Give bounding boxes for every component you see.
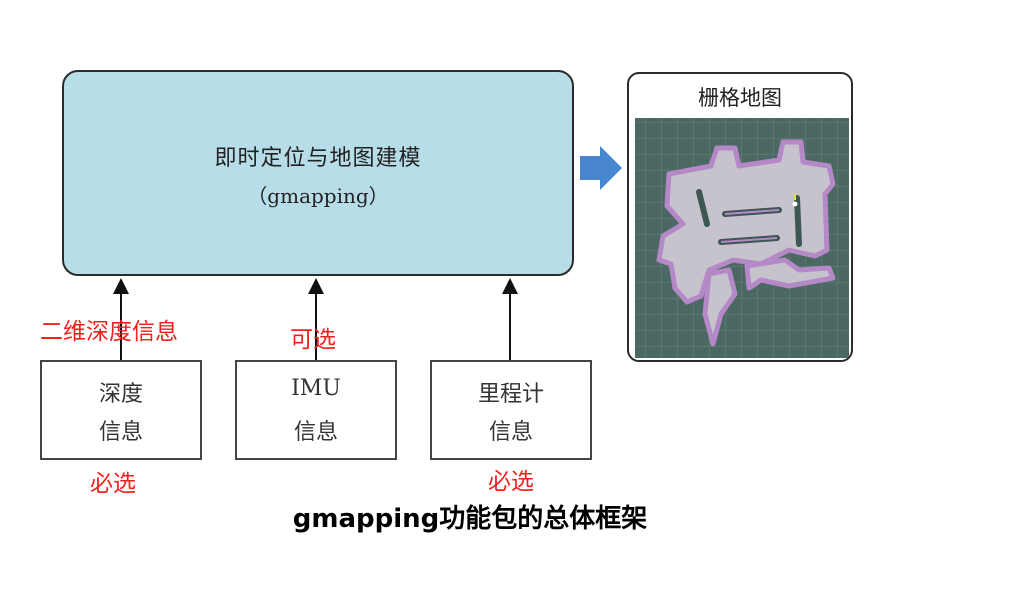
imu-info-box: IMU 信息 <box>235 360 397 460</box>
grid-map-box <box>627 72 853 362</box>
arrow-imu-to-main <box>308 278 324 360</box>
gmapping-box-title: 即时定位与地图建模 <box>214 146 422 171</box>
odometry-info-line2: 信息 <box>488 420 533 445</box>
grid-map-title: 栅格地图 <box>698 86 782 110</box>
odometry-info-box: 里程计 信息 <box>430 360 592 460</box>
depth-required-label: 必选 <box>90 471 136 497</box>
imu-input-label: 可选 <box>290 327 336 353</box>
odometry-required-label: 必选 <box>488 469 534 495</box>
arrow-depth-to-main <box>113 278 129 360</box>
depth-info-box: 深度 信息 <box>40 360 202 460</box>
imu-info-line1: IMU <box>291 376 341 401</box>
gmapping-box-subtitle: （gmapping） <box>247 184 389 208</box>
occupancy-grid-map <box>635 118 849 358</box>
depth-input-label: 二维深度信息 <box>40 319 178 345</box>
depth-info-line2: 信息 <box>98 420 143 445</box>
gmapping-box <box>62 70 574 276</box>
imu-info-line2: 信息 <box>293 420 338 445</box>
odometry-info-line1: 里程计 <box>477 382 544 407</box>
depth-info-line1: 深度 <box>98 382 143 407</box>
output-arrow <box>580 146 622 190</box>
arrow-odom-to-main <box>502 278 518 360</box>
figure-caption: gmapping功能包的总体框架 <box>292 504 648 534</box>
